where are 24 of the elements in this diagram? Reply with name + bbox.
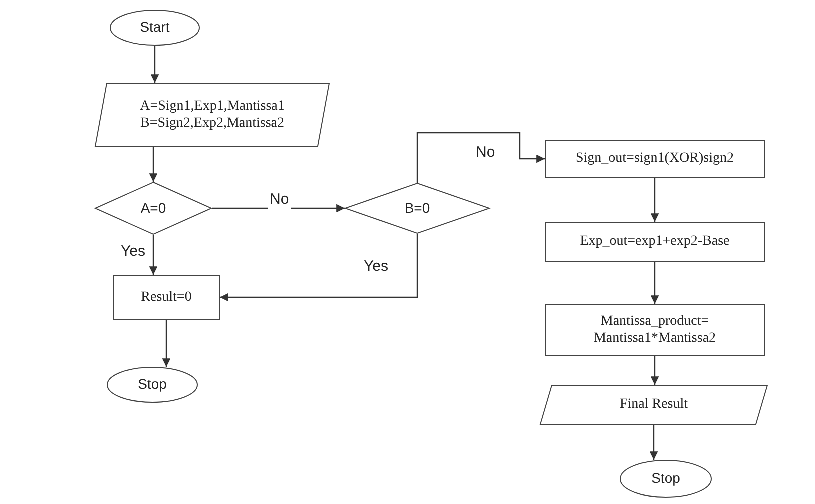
node-text: Exp_out=exp1+exp2-Base: [580, 233, 730, 251]
arrow: [149, 235, 158, 275]
arrow: [162, 320, 171, 367]
node-text: Sign_out=sign1(XOR)sign2: [576, 150, 734, 168]
node-text: Start: [140, 19, 170, 37]
node-text: Stop: [652, 470, 680, 488]
node-text: A=Sign1,Exp1,Mantissa1: [140, 98, 285, 115]
arrow: [150, 46, 160, 83]
edge-label: No: [268, 192, 292, 208]
arrow: [650, 262, 660, 304]
node-text: Mantissa_product= Mantissa1*Mantissa2: [592, 312, 718, 348]
node-text: Final Result: [620, 396, 688, 414]
arrow: [149, 147, 158, 182]
node-text: Stop: [138, 376, 167, 394]
arrow: [650, 425, 658, 460]
node-text: A=0: [140, 200, 166, 218]
node-text: Result=0: [141, 288, 192, 306]
node-text: B=0: [404, 200, 430, 218]
arrow: [220, 234, 418, 302]
arrow: [650, 178, 660, 222]
node-text: B=Sign2,Exp2,Mantissa2: [140, 115, 284, 132]
arrow: [650, 356, 660, 385]
arrow: [416, 132, 545, 183]
arrow: [212, 204, 345, 213]
